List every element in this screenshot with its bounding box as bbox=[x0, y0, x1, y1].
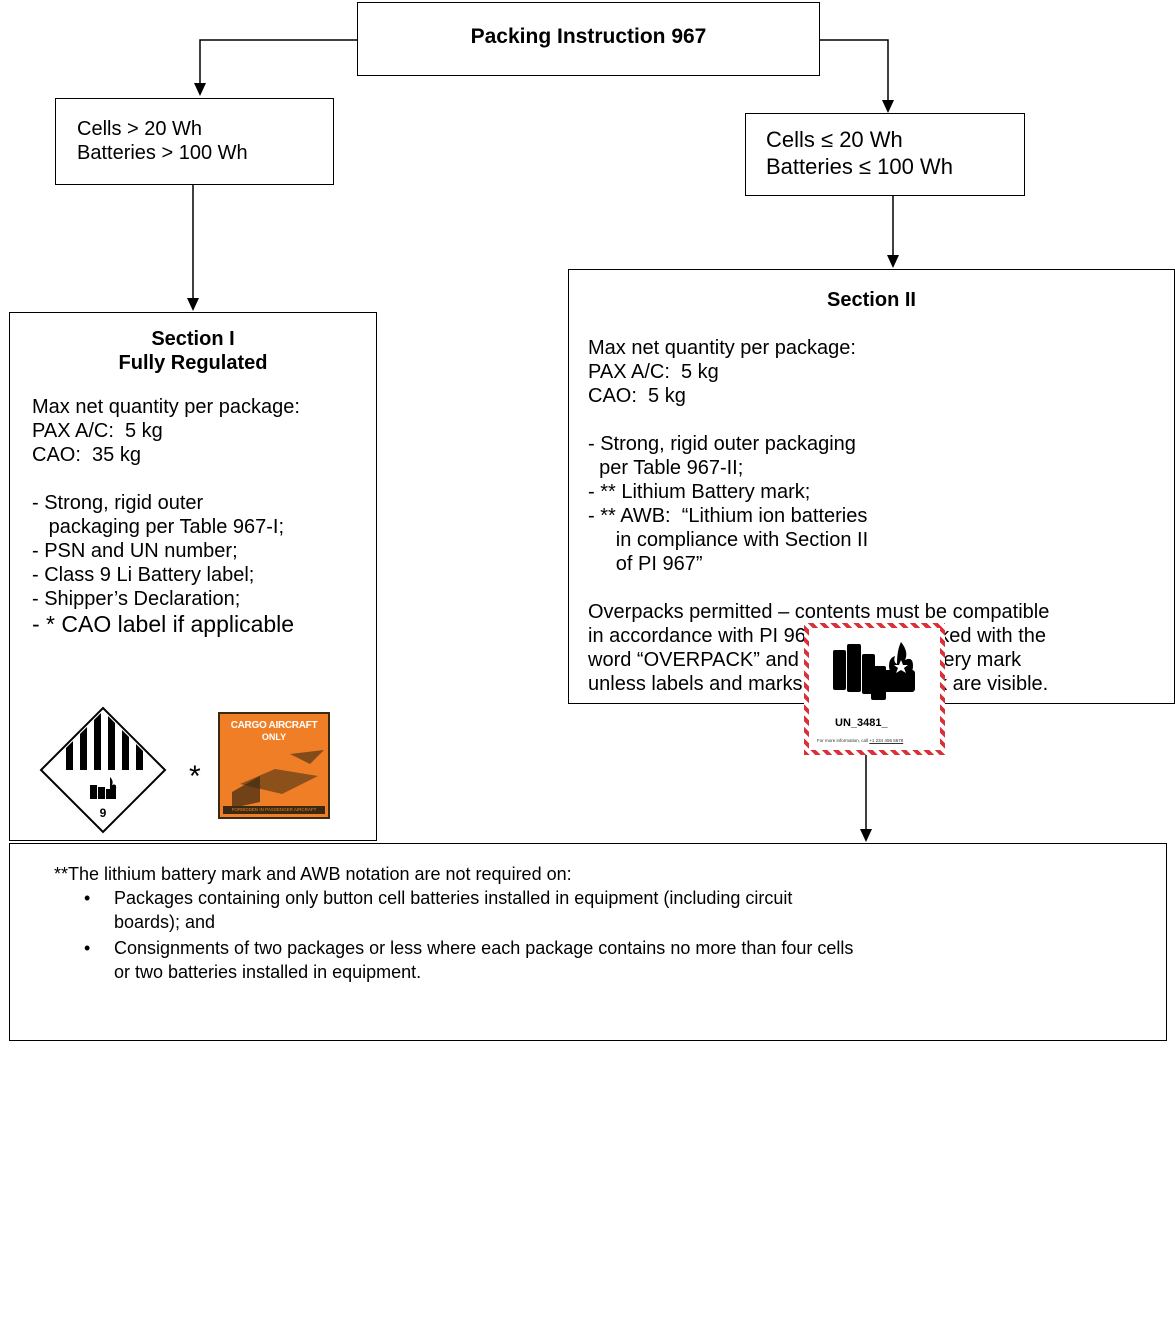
exception-item-button-cells: Packages containing only button cell bat… bbox=[54, 886, 1166, 934]
overpack-note-line-4: unless labels and marks inside overpack … bbox=[588, 673, 1049, 695]
section-ii-req-3: - ** Lithium Battery mark; bbox=[588, 481, 811, 503]
left-condition-cells: Cells > 20 Wh bbox=[77, 118, 203, 140]
lithium-mark-phone: +1 234 456 5678 bbox=[869, 738, 904, 743]
section-i-qty-cao: CAO: 35 kg bbox=[32, 444, 141, 466]
section-ii-req-4: - ** AWB: “Lithium ion batteries bbox=[588, 505, 868, 527]
section-ii-req-5: in compliance with Section II bbox=[588, 529, 869, 551]
arrowhead-right-condition bbox=[882, 100, 894, 113]
exception-item-small-consignments: Consignments of two packages or less whe… bbox=[54, 936, 1166, 984]
exception-item-1-line-1: Packages containing only button cell bat… bbox=[114, 888, 793, 908]
section-i-title: Section I bbox=[151, 328, 235, 350]
section-i-req-6: - * CAO label if applicable bbox=[32, 611, 295, 637]
arrowhead-section-i bbox=[187, 298, 199, 311]
section-ii-req-1: - Strong, rigid outer packaging bbox=[588, 433, 856, 455]
right-condition-cells: Cells ≤ 20 Wh bbox=[766, 127, 903, 152]
lithium-battery-mark: UN_3481_ For more information, call +1 2… bbox=[804, 623, 945, 755]
section-i-req-2: packaging per Table 967-I; bbox=[32, 516, 285, 538]
right-condition-box: Cells ≤ 20 Wh Batteries ≤ 100 Wh bbox=[745, 113, 1025, 196]
cao-label-forbidden: FORBIDDEN IN PASSENGER AIRCRAFT bbox=[223, 806, 325, 814]
section-i-req-1: - Strong, rigid outer bbox=[32, 492, 204, 514]
exception-item-1-line-2: boards); and bbox=[114, 912, 216, 932]
class-9-label-number: 9 bbox=[100, 806, 107, 820]
exception-item-2-line-1: Consignments of two packages or less whe… bbox=[114, 938, 854, 958]
right-condition-batteries: Batteries ≤ 100 Wh bbox=[766, 154, 953, 179]
connector-root-to-right bbox=[820, 39, 889, 100]
section-ii-req-2: per Table 967-II; bbox=[588, 457, 744, 479]
section-ii-qty-pax: PAX A/C: 5 kg bbox=[588, 361, 719, 383]
section-i-req-3: - PSN and UN number; bbox=[32, 540, 238, 562]
arrowhead-section-ii bbox=[887, 255, 899, 268]
connector-root-to-left bbox=[199, 39, 357, 83]
arrowhead-bottom-note bbox=[860, 829, 872, 842]
lithium-battery-pictogram-icon bbox=[833, 642, 915, 700]
packing-instruction-title: Packing Instruction 967 bbox=[470, 25, 707, 48]
arrowhead-left-condition bbox=[194, 83, 206, 96]
exception-item-2-line-2: or two batteries installed in equipment. bbox=[114, 962, 422, 982]
section-i-req-4: - Class 9 Li Battery label; bbox=[32, 564, 255, 586]
section-ii-qty-cao: CAO: 5 kg bbox=[588, 385, 686, 407]
lithium-mark-info-text: For more information, call bbox=[817, 738, 869, 743]
class-9-hazard-label: 9 bbox=[39, 706, 167, 834]
section-ii-req-6: of PI 967” bbox=[588, 553, 703, 575]
left-condition-box: Cells > 20 Wh Batteries > 100 Wh bbox=[55, 98, 334, 185]
section-i-qty-heading: Max net quantity per package: bbox=[32, 396, 300, 418]
packing-instruction-box: Packing Instruction 967 bbox=[357, 2, 820, 76]
overpack-note-line-1: Overpacks permitted – contents must be c… bbox=[588, 601, 1050, 623]
battery-pictogram-icon bbox=[90, 777, 117, 799]
exceptions-note-box: **The lithium battery mark and AWB notat… bbox=[9, 843, 1167, 1041]
section-i-qty-pax: PAX A/C: 5 kg bbox=[32, 420, 163, 442]
section-i-req-5: - Shipper’s Declaration; bbox=[32, 588, 241, 610]
cao-label-title: CARGO AIRCRAFT bbox=[230, 720, 318, 731]
cao-footnote-asterisk: * bbox=[189, 760, 201, 793]
left-condition-batteries: Batteries > 100 Wh bbox=[77, 142, 248, 164]
lithium-mark-un-number: UN_3481_ bbox=[835, 717, 888, 729]
section-i-subtitle: Fully Regulated bbox=[118, 352, 268, 374]
exceptions-intro: **The lithium battery mark and AWB notat… bbox=[54, 864, 572, 884]
section-ii-qty-heading: Max net quantity per package: bbox=[588, 337, 856, 359]
cao-label-only: ONLY bbox=[261, 732, 287, 742]
section-ii-title: Section II bbox=[827, 289, 916, 311]
cargo-aircraft-only-label: CARGO AIRCRAFT ONLY FORBIDDEN IN PASSENG… bbox=[218, 712, 330, 819]
